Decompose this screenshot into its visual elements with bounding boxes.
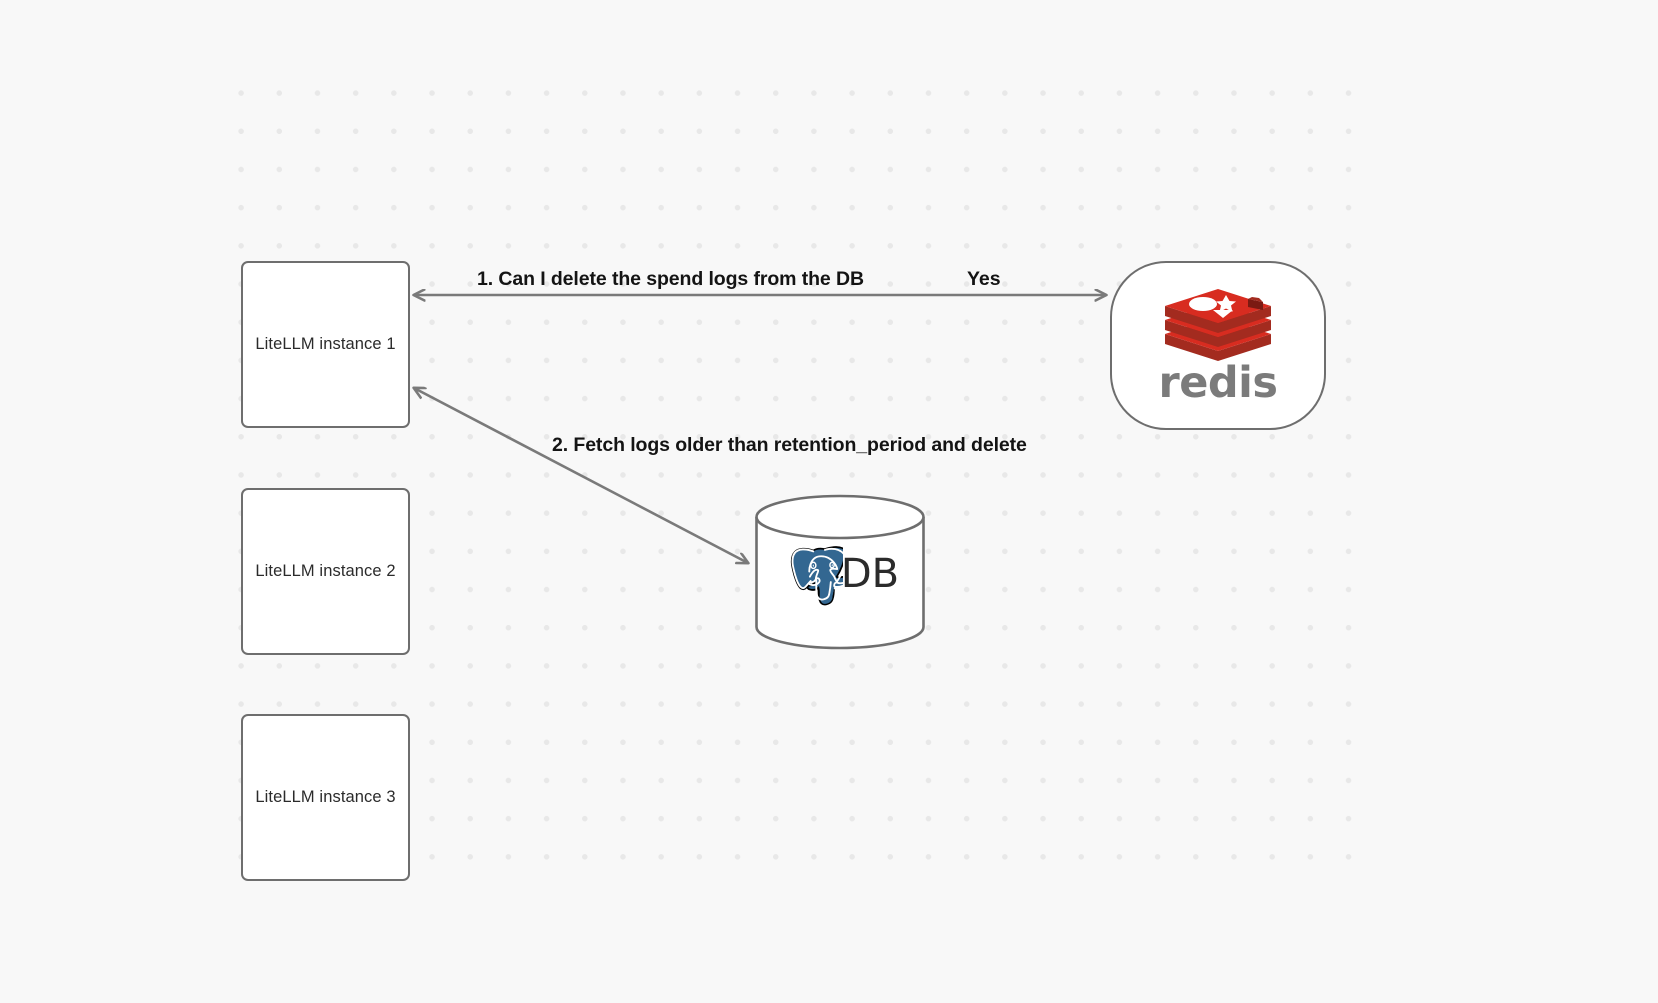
node-label: LiteLLM instance 1: [255, 335, 396, 353]
edge-label-fetch-logs-older-than-retention-period: 2. Fetch logs older than retention_perio…: [552, 434, 1027, 456]
redis-wordmark: redis: [1158, 357, 1278, 408]
node-label: LiteLLM instance 2: [255, 562, 396, 580]
node-litellm-instance-1[interactable]: LiteLLM instance 1: [241, 261, 410, 428]
edge-litellm1-database: [414, 388, 748, 563]
redis-logo-icon: [1164, 288, 1271, 361]
cylinder-shape: [755, 494, 925, 650]
node-redis[interactable]: redis: [1110, 261, 1326, 430]
edge-label-yes: Yes: [967, 268, 1001, 290]
edge-label-can-i-delete-spend-logs: 1. Can I delete the spend logs from the …: [477, 268, 864, 290]
node-label: LiteLLM instance 3: [255, 788, 396, 806]
node-database[interactable]: DB: [754, 494, 926, 650]
node-litellm-instance-2[interactable]: LiteLLM instance 2: [241, 488, 410, 655]
node-litellm-instance-3[interactable]: LiteLLM instance 3: [241, 714, 410, 881]
